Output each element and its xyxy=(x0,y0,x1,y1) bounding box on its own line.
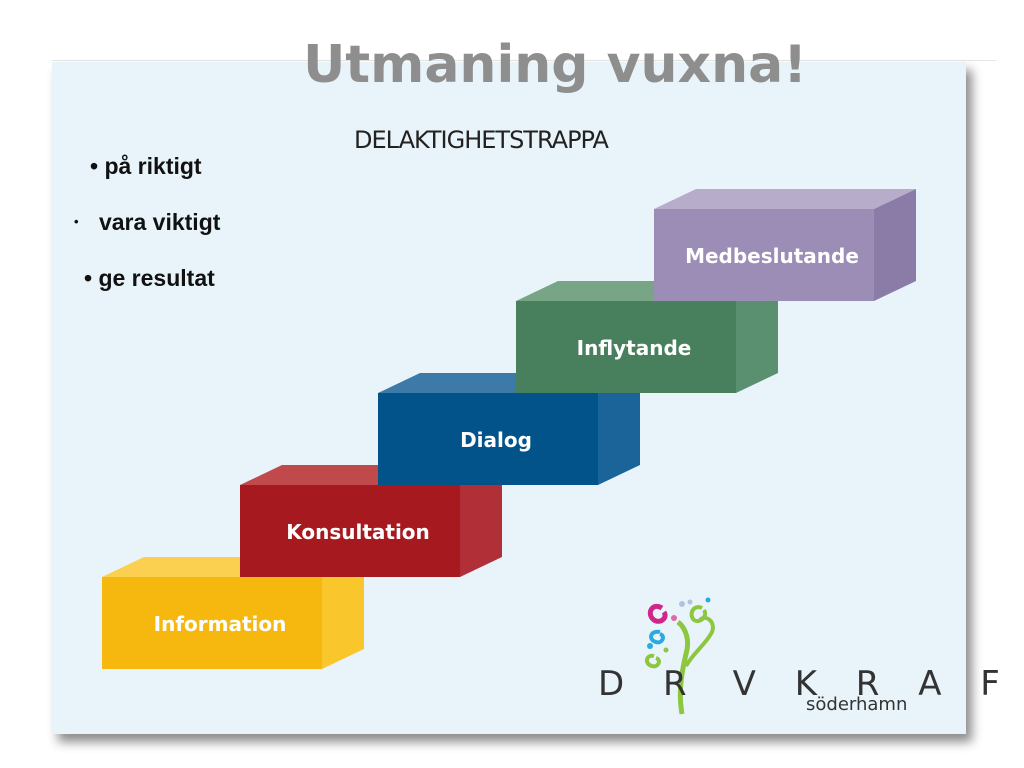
stair-step-label: Medbeslutande xyxy=(685,244,859,268)
bullet-text: vara viktigt xyxy=(98,209,221,235)
bullet-dot: • xyxy=(74,214,79,229)
stair-step-side xyxy=(874,189,916,301)
bullet-item-1: • på riktigt xyxy=(90,152,202,180)
logo-subtitle: söderhamn xyxy=(806,694,908,715)
stair-step-label: Konsultation xyxy=(286,520,430,544)
drivkraft-logo xyxy=(645,597,715,715)
stair-step-side xyxy=(598,373,640,485)
top-divider xyxy=(52,60,996,61)
bullet-item-2: • vara viktigt xyxy=(74,208,220,240)
stair-step-top xyxy=(654,189,916,209)
stair-step-5: Medbeslutande xyxy=(654,189,916,301)
bullet-text: på riktigt xyxy=(104,153,202,179)
stair-step-label: Dialog xyxy=(460,428,532,452)
stair-step-front xyxy=(654,209,874,301)
logo-wordmark-right: V K R A F T xyxy=(732,664,1024,704)
diagram-title: DELAKTIGHETSTRAPPA xyxy=(354,126,609,154)
stair-step-front xyxy=(516,301,736,393)
stair-step-4: Inflytande xyxy=(516,281,778,393)
stair-step-side xyxy=(460,465,502,577)
bullet-dot: • xyxy=(90,153,99,179)
stair-step-front xyxy=(240,485,460,577)
logo-tree-icon xyxy=(645,597,715,715)
logo-wordmark-left: D R xyxy=(598,664,701,704)
stair-step-front xyxy=(102,577,322,669)
stair-step-label: Inflytande xyxy=(577,336,692,360)
bullet-text: ge resultat xyxy=(98,265,215,291)
stair-step-side xyxy=(322,557,364,669)
stair-step-label: Information xyxy=(154,612,287,636)
bullet-dot: • xyxy=(84,265,93,291)
logo-wordmark: D RV K R A F T xyxy=(598,664,1024,704)
stair-step-side xyxy=(736,281,778,393)
bullet-item-3: • ge resultat xyxy=(84,264,215,292)
slide-title: Utmaning vuxna! xyxy=(303,35,807,95)
stair-step-front xyxy=(378,393,598,485)
